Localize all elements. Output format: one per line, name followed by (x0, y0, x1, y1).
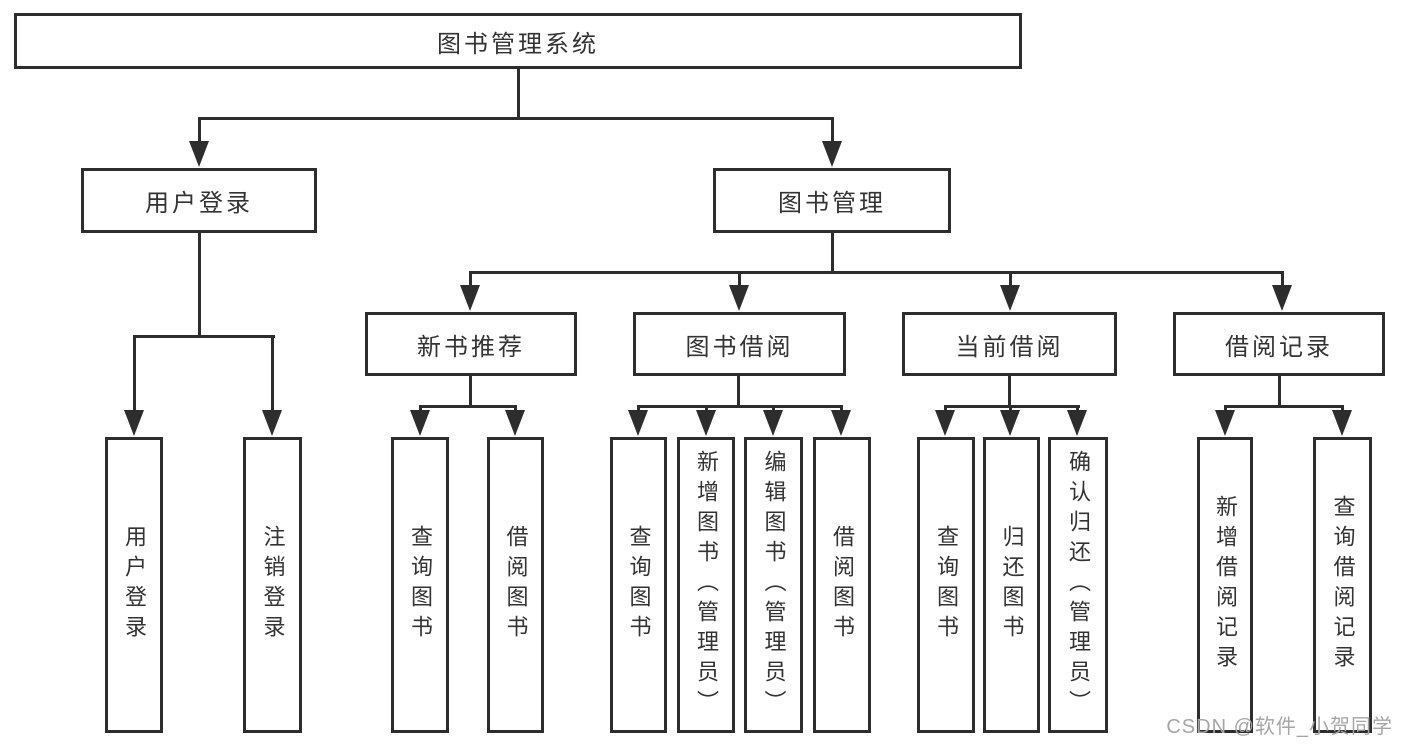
node-label-new-book-recommend: 新书推荐 (417, 333, 525, 361)
connector-line (737, 376, 740, 407)
connector-line (198, 117, 201, 162)
connector-line (198, 233, 201, 337)
node-label-leaf-logout: 注销登录 (260, 525, 286, 645)
connector-line (469, 271, 1284, 274)
arrowhead-down-icon (1067, 410, 1087, 436)
node-user-login: 用户登录 (81, 168, 317, 233)
node-book-borrowing: 图书借阅 (633, 312, 846, 376)
node-leaf-return-books: 归还图书 (983, 437, 1040, 733)
node-leaf-add-borrow-record: 新增借阅记录 (1197, 437, 1253, 733)
node-leaf-confirm-return-admin: 确认归还（管理员） (1048, 437, 1108, 733)
node-borrowing-records: 借阅记录 (1173, 312, 1385, 376)
connector-line (1008, 376, 1011, 407)
node-leaf-query-borrow-record: 查询借阅记录 (1313, 437, 1372, 733)
node-label-leaf-query-books-recommend: 查询图书 (408, 525, 433, 645)
connector-line (831, 117, 834, 162)
node-label-leaf-confirm-return-admin: 确认归还（管理员） (1066, 450, 1091, 720)
node-root: 图书管理系统 (14, 13, 1022, 69)
connector-line (637, 405, 843, 408)
connector-line (271, 335, 274, 431)
connector-line (517, 69, 520, 118)
node-label-leaf-borrow-books-recommend: 借阅图书 (503, 525, 529, 645)
node-current-borrowing: 当前借阅 (902, 312, 1117, 376)
arrowhead-down-icon (189, 141, 209, 167)
arrowhead-down-icon (763, 410, 783, 436)
arrowhead-down-icon (410, 410, 430, 436)
connector-line (944, 405, 1080, 408)
arrowhead-down-icon (460, 285, 480, 311)
csdn-watermark: CSDN @软件_小贺同学 (1166, 716, 1393, 738)
arrowhead-down-icon (1000, 285, 1020, 311)
node-leaf-logout: 注销登录 (243, 437, 302, 733)
node-label-leaf-borrow-books-borrowing: 借阅图书 (830, 525, 855, 645)
node-label-leaf-edit-books-admin: 编辑图书（管理员） (761, 450, 787, 720)
connector-line (469, 376, 472, 407)
connector-line (1224, 405, 1344, 408)
arrowhead-down-icon (696, 410, 716, 436)
node-label-leaf-add-borrow-record: 新增借阅记录 (1213, 495, 1238, 675)
node-leaf-user-login: 用户登录 (105, 437, 163, 733)
connector-line (133, 335, 136, 431)
arrowhead-down-icon (1215, 410, 1235, 436)
node-leaf-edit-books-admin: 编辑图书（管理员） (744, 437, 803, 733)
node-label-leaf-query-books-borrowing: 查询图书 (626, 525, 652, 645)
arrowhead-down-icon (124, 410, 144, 436)
arrowhead-down-icon (831, 410, 851, 436)
node-label-leaf-user-login: 用户登录 (122, 525, 147, 645)
node-label-leaf-query-borrow-record: 查询借阅记录 (1330, 495, 1356, 675)
arrowhead-down-icon (1000, 410, 1020, 436)
node-leaf-query-books-recommend: 查询图书 (391, 437, 449, 733)
connector-line (419, 405, 517, 408)
arrowhead-down-icon (729, 285, 749, 311)
node-book-management: 图书管理 (713, 168, 951, 233)
node-leaf-query-books-borrowing: 查询图书 (610, 437, 667, 733)
arrowhead-down-icon (505, 410, 525, 436)
node-leaf-add-books-admin: 新增图书（管理员） (677, 437, 735, 733)
node-label-book-management: 图书管理 (778, 190, 886, 217)
node-label-book-borrowing: 图书借阅 (685, 333, 794, 361)
node-leaf-borrow-books-recommend: 借阅图书 (487, 437, 544, 733)
node-label-leaf-add-books-admin: 新增图书（管理员） (694, 450, 719, 720)
arrowhead-down-icon (628, 410, 648, 436)
node-leaf-query-books-current: 查询图书 (917, 437, 975, 733)
node-label-user-login: 用户登录 (145, 190, 253, 217)
arrowhead-down-icon (1332, 410, 1352, 436)
connector-line (831, 233, 834, 274)
connector-line (133, 335, 275, 338)
node-label-borrowing-records: 借阅记录 (1225, 333, 1333, 361)
node-label-leaf-query-books-current: 查询图书 (934, 525, 959, 645)
arrowhead-down-icon (262, 410, 282, 436)
arrowhead-down-icon (1272, 285, 1292, 311)
node-label-leaf-return-books: 归还图书 (999, 525, 1025, 645)
connector-line (198, 117, 834, 120)
arrowhead-down-icon (822, 141, 842, 167)
node-label-root: 图书管理系统 (437, 30, 599, 58)
node-new-book-recommend: 新书推荐 (365, 312, 577, 376)
arrowhead-down-icon (935, 410, 955, 436)
node-leaf-borrow-books-borrowing: 借阅图书 (813, 437, 871, 733)
connector-line (1278, 376, 1281, 407)
node-label-current-borrowing: 当前借阅 (955, 333, 1064, 361)
